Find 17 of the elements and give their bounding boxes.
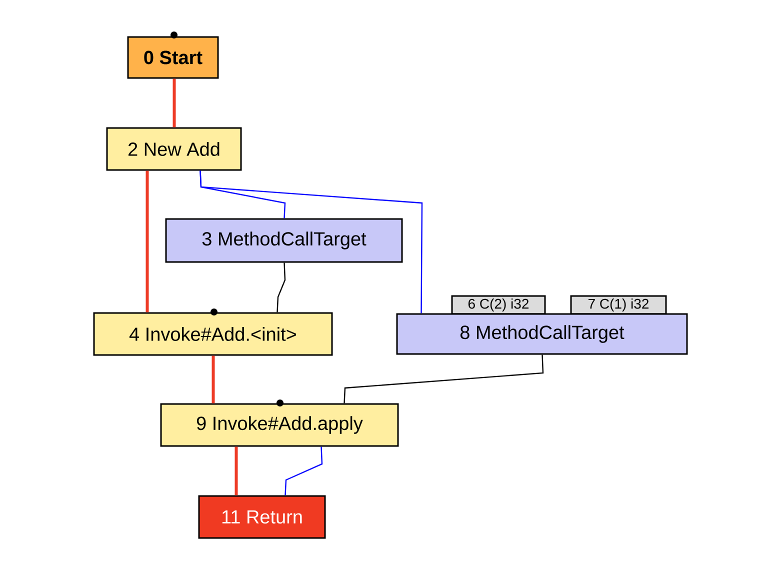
graph-node-box: 11 Return xyxy=(198,495,326,539)
connector-line xyxy=(212,356,215,404)
connector-line xyxy=(172,78,176,128)
graph-node-box: 3 MethodCallTarget xyxy=(165,218,403,263)
connector-line xyxy=(146,170,149,312)
connector-line xyxy=(284,446,323,496)
constant-tag: 7 C(1) i32 xyxy=(570,295,667,315)
connector-line xyxy=(200,170,423,314)
connector-line xyxy=(276,262,286,312)
graph-node-box: 0 Start xyxy=(127,36,219,79)
graph-node-box: 9 Invoke#Add.apply xyxy=(160,403,399,447)
connector-line xyxy=(234,446,238,496)
graph-node-box: 4 Invoke#Add.<init> xyxy=(93,312,333,356)
graph-node-box: 8 MethodCallTarget xyxy=(396,313,688,355)
connector-line xyxy=(344,354,544,404)
graph-node-box: 2 New Add xyxy=(106,127,242,171)
constant-tag: 6 C(2) i32 xyxy=(451,295,546,315)
